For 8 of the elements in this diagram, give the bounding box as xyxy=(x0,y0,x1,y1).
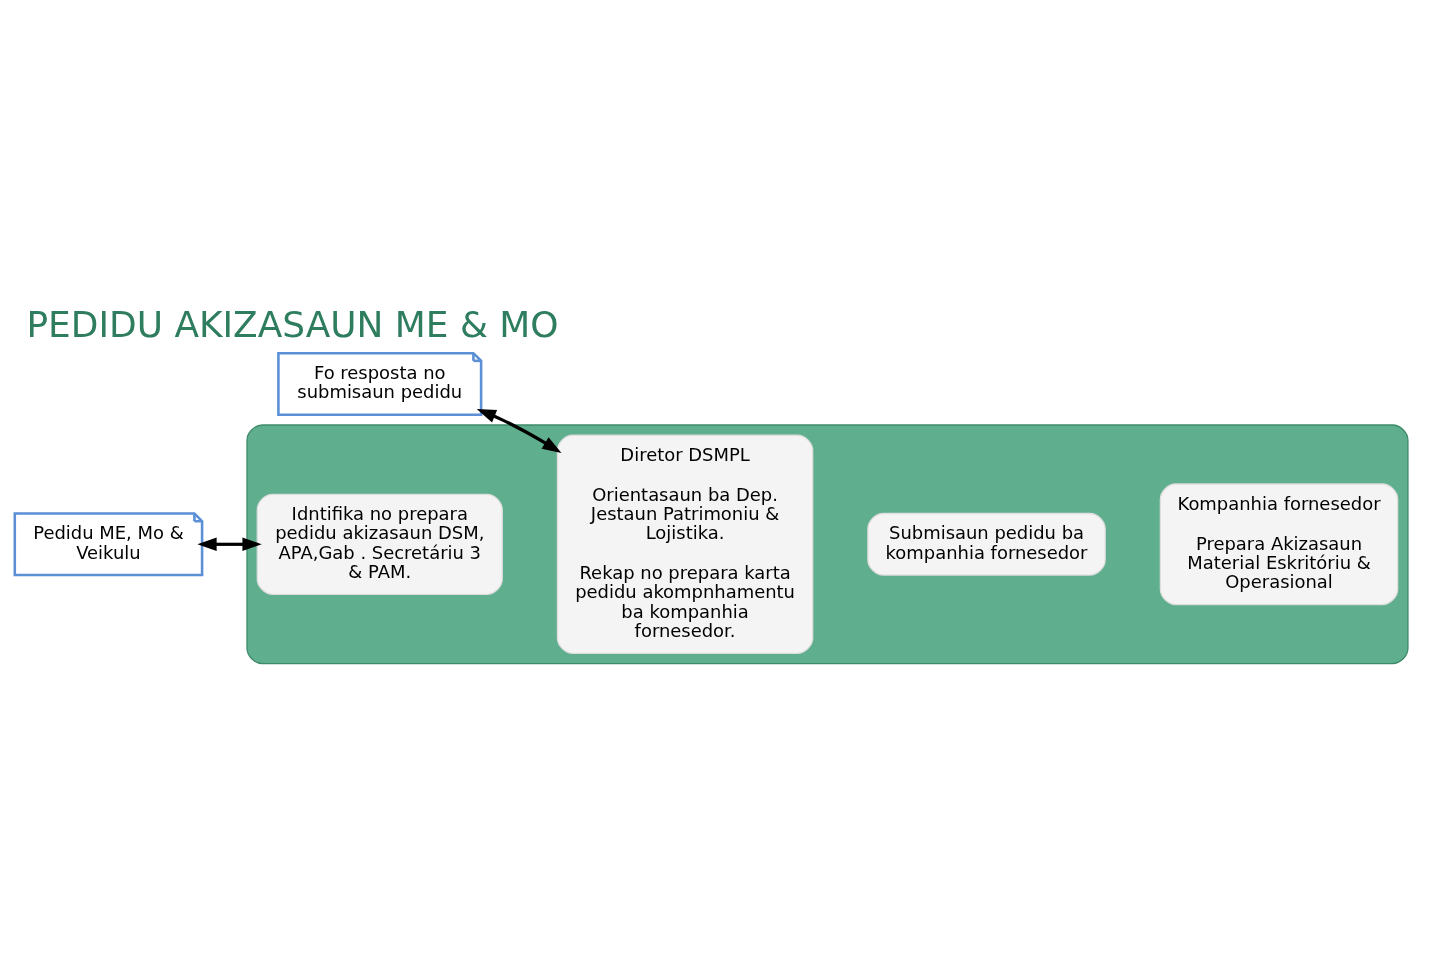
node-box: Diretor DSMPL Orientasaun ba Dep. Jestaun Patrimoniu & Lojistika. Rekap no prepara karta pedidu akompnhamentu ba kompanhia fornesedor. xyxy=(556,434,814,654)
diagram-title: PEDIDU AKIZASAUN ME & MO xyxy=(26,304,559,345)
cluster xyxy=(246,424,1409,665)
node-box: Submisaun pedidu ba kompanhia fornesedor xyxy=(867,512,1106,576)
arrow xyxy=(197,537,262,552)
node-box: Idntifika no prepara pedidu akizasaun DSM, APA,Gab . Secretáriu 3 & PAM. xyxy=(256,493,503,595)
arrow xyxy=(476,409,562,453)
node-box: Kompanhia fornesedor Prepara Akizasaun Material Eskritóriu & Operasional xyxy=(1159,483,1399,606)
